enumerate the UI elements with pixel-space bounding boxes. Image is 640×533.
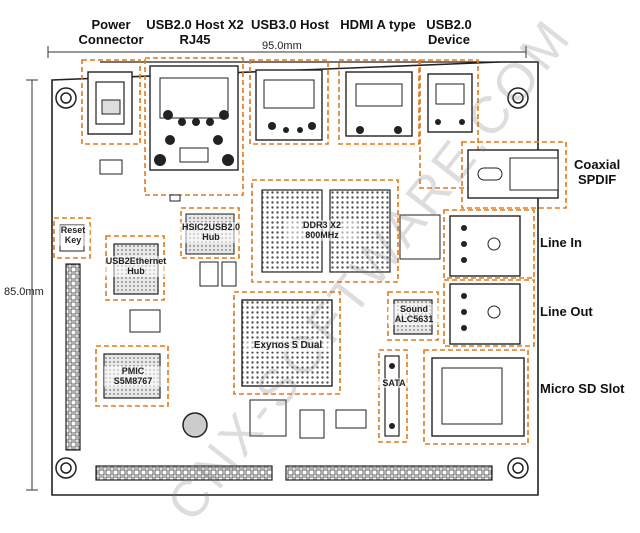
line-out-highlight — [443, 279, 535, 347]
reset-key-highlight — [53, 217, 91, 259]
board-diagram — [26, 46, 567, 496]
label-power-connector: Power Connector — [78, 17, 144, 47]
spdif-part — [467, 149, 559, 199]
sata-highlight — [378, 349, 408, 443]
left-pin-header — [65, 263, 81, 451]
usb-device-part — [427, 73, 473, 133]
spdif-highlight — [461, 141, 567, 209]
sata-part — [384, 355, 400, 437]
label-usb20-host-x2: USB2.0 Host X2 RJ45 — [146, 17, 244, 47]
usb30-part — [255, 69, 323, 141]
label-usb2ethernet-hub: USB2Ethernet Hub — [100, 256, 172, 277]
width-dimension-line — [47, 46, 527, 58]
width-dimension-label: 95.0mm — [262, 40, 302, 52]
label-usb30-host: USB3.0 Host — [250, 17, 330, 32]
label-coaxial-spdif: Coaxial SPDIF — [574, 157, 621, 187]
hdmi-highlight — [338, 59, 420, 145]
label-reset-key: Reset Key — [56, 225, 90, 246]
label-hsic-hub: HSIC2USB2.0 Hub — [174, 222, 248, 243]
height-dimension-line — [26, 79, 38, 491]
usb30-highlight — [249, 59, 329, 145]
label-sound-alc5631: Sound ALC5631 — [388, 304, 440, 325]
height-dimension-label: 85.0mm — [4, 286, 44, 298]
label-line-out: Line Out — [540, 304, 593, 319]
label-sata: SATA — [378, 378, 410, 389]
mounting-holes — [55, 87, 529, 479]
label-line-in: Line In — [540, 235, 582, 250]
label-exynos: Exynos 5 Dual — [246, 340, 330, 352]
power-connector-part — [87, 71, 133, 135]
hdmi-part — [345, 71, 413, 137]
bottom-pin-header-left — [95, 465, 273, 481]
line-out-part — [449, 283, 521, 345]
line-in-part — [449, 215, 521, 277]
label-ddr3: DDR3 X2 800MHz — [286, 220, 358, 241]
usb-rj45-highlight — [144, 57, 244, 196]
misc-components — [99, 159, 441, 439]
ddr3-highlight — [251, 179, 399, 283]
label-micro-sd-slot: Micro SD Slot — [540, 381, 625, 396]
micro-sd-highlight — [423, 349, 529, 445]
line-in-highlight — [443, 209, 535, 279]
power-connector-highlight — [81, 59, 141, 145]
micro-sd-part — [431, 357, 525, 437]
label-pmic: PMIC S5M8767 — [104, 366, 162, 387]
usb-device-highlight — [419, 59, 479, 189]
bottom-pin-header-right — [285, 465, 493, 481]
label-usb20-device: USB2.0 Device — [426, 17, 472, 47]
label-hdmi-a-type: HDMI A type — [340, 17, 416, 32]
exynos-highlight — [233, 291, 341, 395]
usb-rj45-part — [149, 65, 239, 171]
pmic-highlight — [95, 345, 169, 407]
